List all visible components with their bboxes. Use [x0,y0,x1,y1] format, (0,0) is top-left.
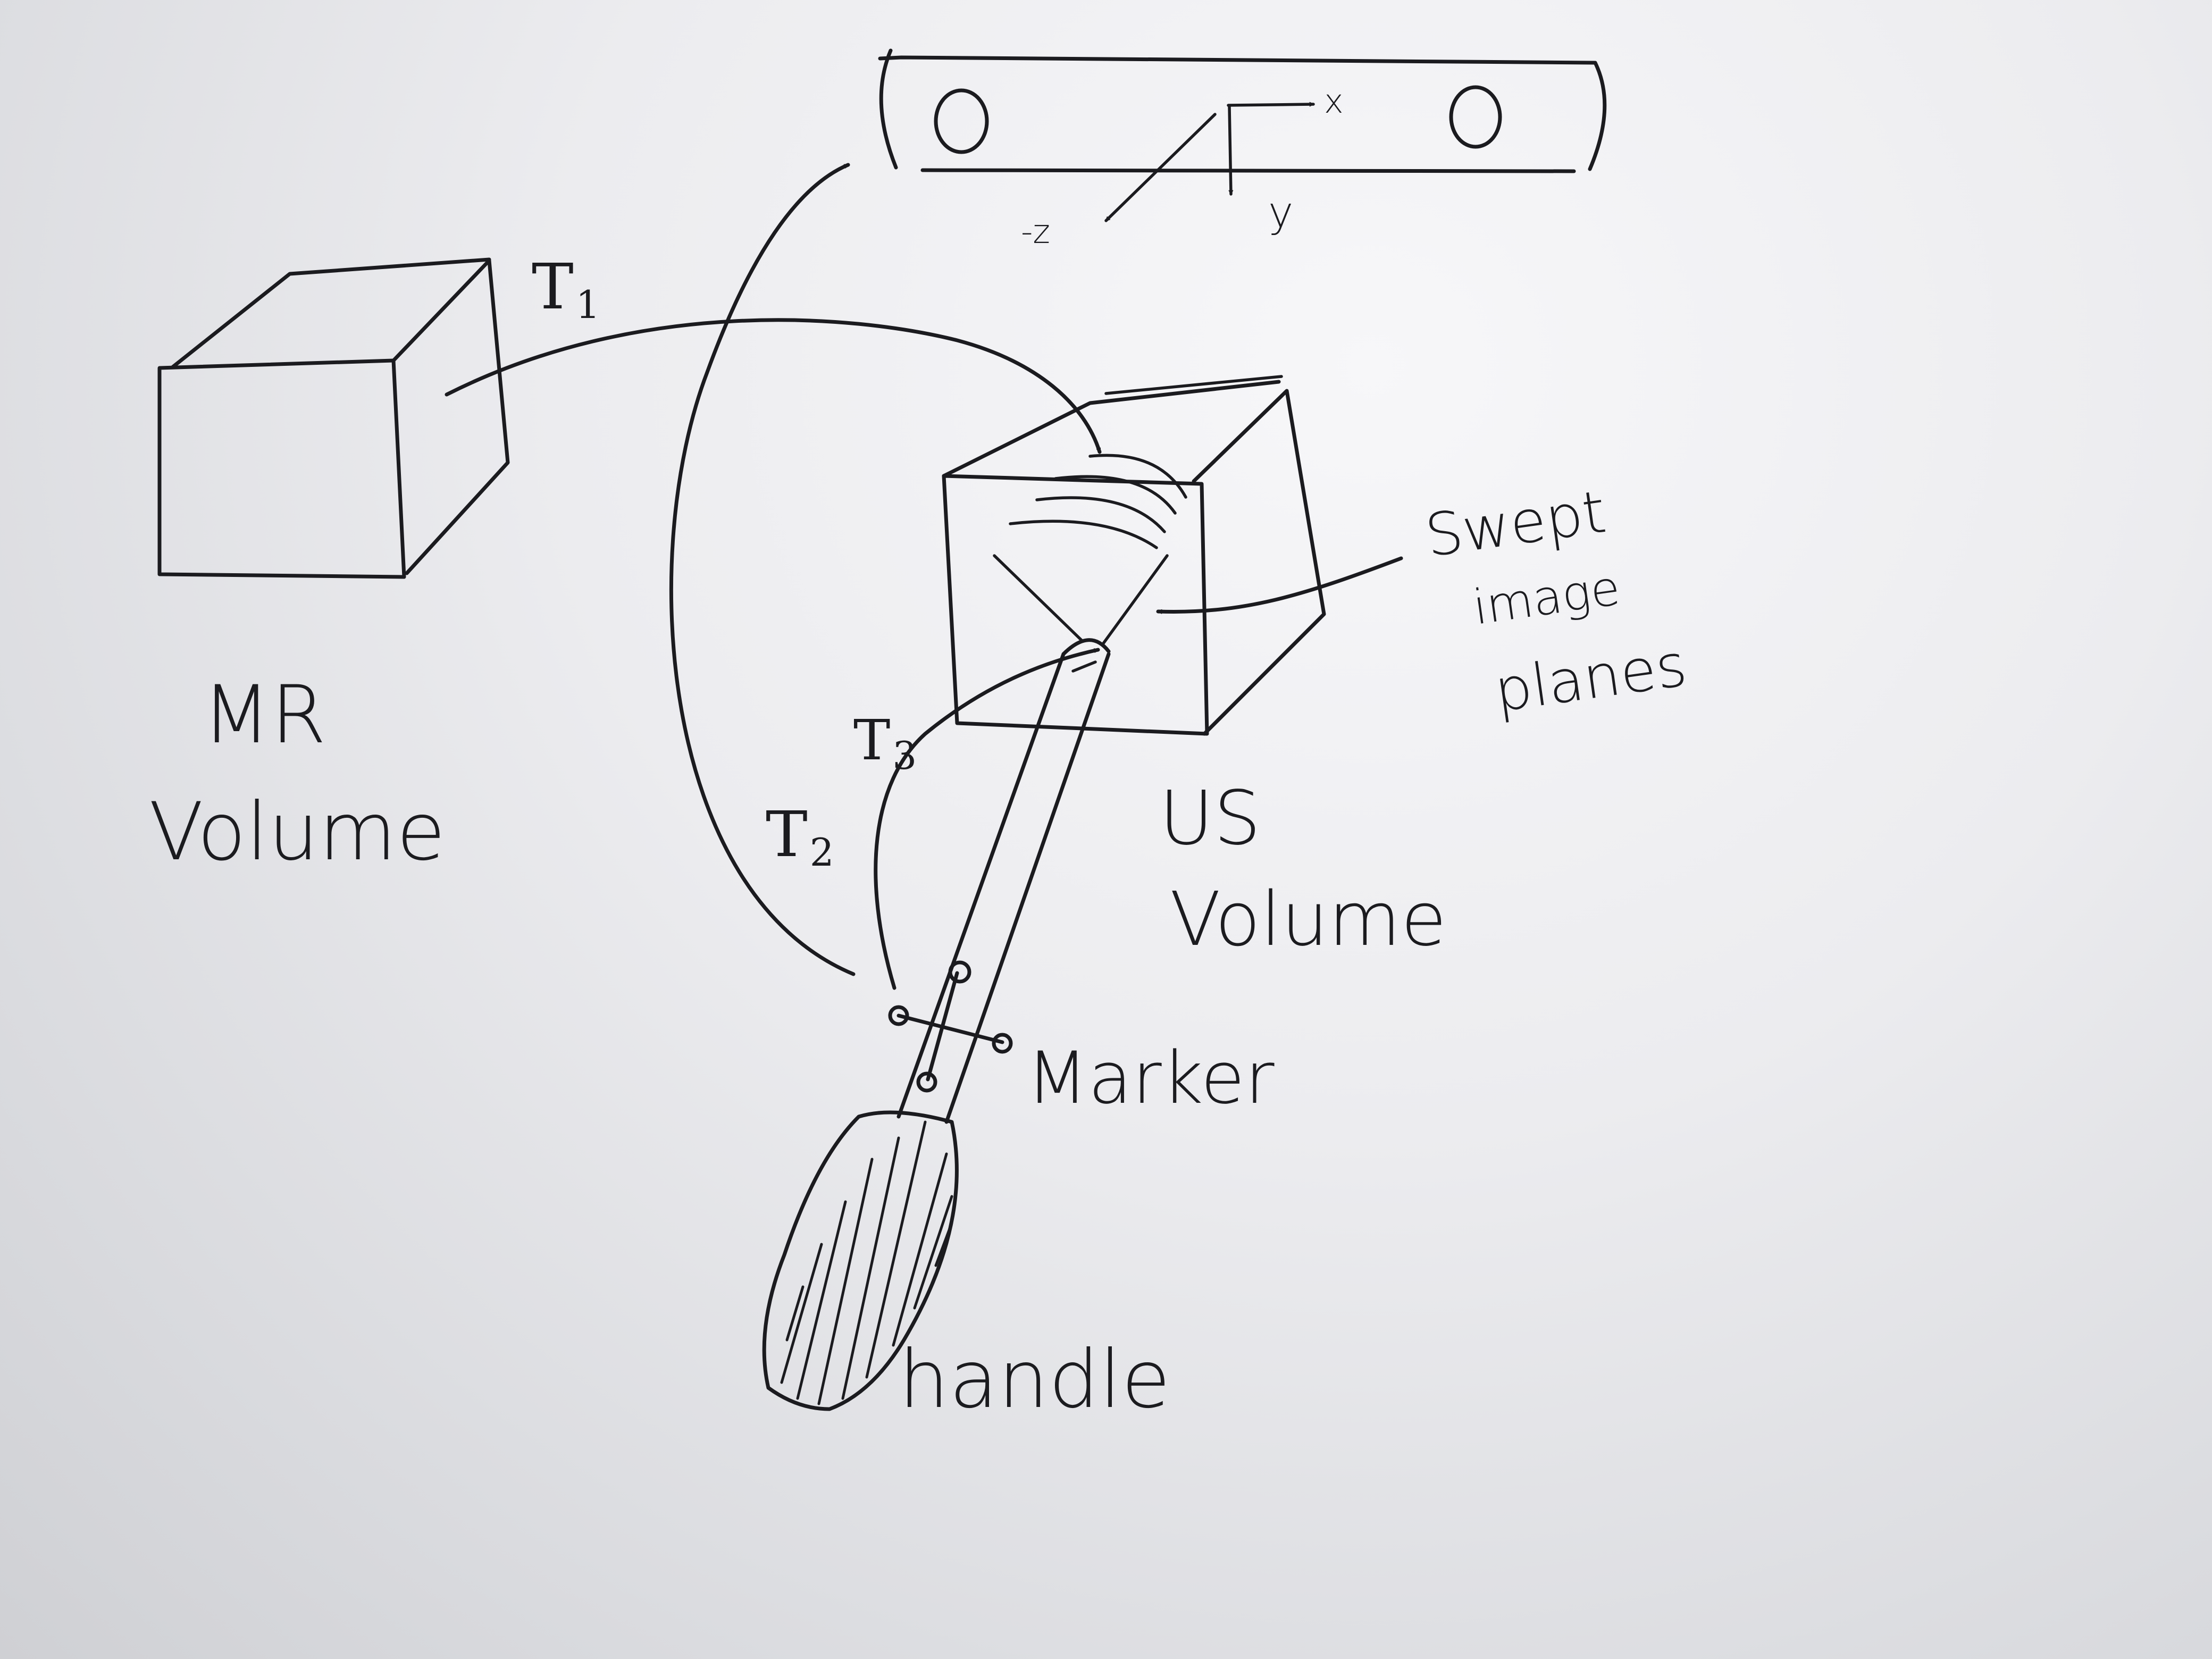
handle-label: handle [899,1340,1170,1420]
marker-label: Marker [1026,1042,1275,1114]
axis-label-z: -z [1021,215,1050,248]
t1-arrow [447,320,1100,452]
mr-volume-label-line1: MR [202,675,326,755]
camera-lens-right [1451,87,1500,147]
swept-planes-pointer-arrow [1158,558,1401,611]
t3-arrow [876,650,1098,988]
transform-label-t2: T2 [766,803,834,872]
marker-body [890,962,1011,1091]
marker-sphere-top [950,962,969,982]
tracking-camera [880,51,1605,221]
z-axis-arrow [1106,114,1215,221]
axis-label-y: y [1268,191,1293,234]
transform-label-t1: T1 [532,255,600,324]
us-volume-label-line1: US [1159,782,1261,856]
camera-lens-left [936,90,987,152]
transform-label-t3: T3 [853,713,917,775]
mr-volume-label-line2: Volume [149,792,446,872]
axis-label-x: x [1324,85,1344,118]
y-axis-arrow [1229,106,1231,194]
marker-sphere-bottom [918,1074,935,1091]
mr-volume-cube [160,259,508,577]
x-axis-arrow [1228,104,1313,105]
us-volume-cube [944,376,1324,734]
us-volume-label-line2: Volume [1170,883,1447,957]
